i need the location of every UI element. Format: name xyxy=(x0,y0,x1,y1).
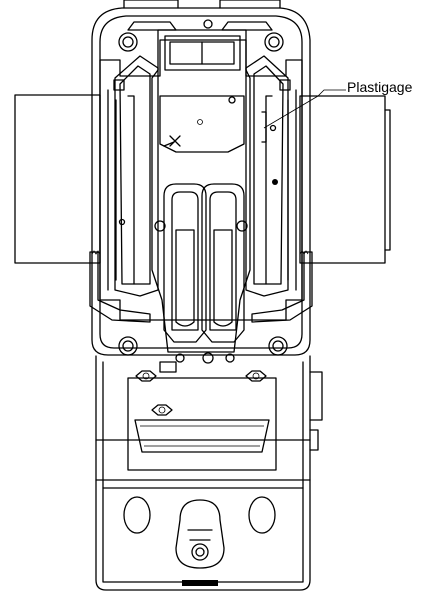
plastigage-label: Plastigage xyxy=(347,79,413,95)
plastigage-leader xyxy=(261,89,346,143)
bottom-connector xyxy=(175,499,225,586)
oval-port-right xyxy=(248,496,276,534)
corner-bolt-br xyxy=(268,336,288,356)
housing-bolt-right xyxy=(245,370,267,382)
left-arm xyxy=(14,94,101,264)
center-column xyxy=(151,29,251,353)
lower-housing xyxy=(95,355,323,591)
corner-bolt-tr xyxy=(264,32,284,52)
housing-bolt-center xyxy=(151,404,173,416)
corner-bolt-bl xyxy=(118,336,138,356)
x-mark xyxy=(163,135,181,147)
housing-bolt-left xyxy=(135,370,157,382)
right-arm xyxy=(299,95,386,264)
lifter-right xyxy=(201,183,248,343)
rocker-arm-left xyxy=(107,55,159,297)
upper-body xyxy=(91,0,311,364)
oval-port-left xyxy=(123,496,151,534)
corner-bolt-tl xyxy=(118,32,138,52)
rocker-arm-right xyxy=(245,55,297,297)
lifter-left xyxy=(154,183,207,343)
